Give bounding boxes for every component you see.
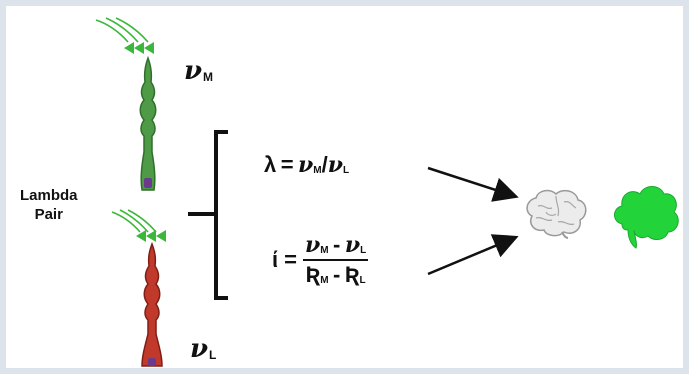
lambda-symbol: λ [264,152,277,177]
i-denominator: ƦM - ƦL [305,262,366,287]
light-rays-icon [95,17,154,54]
medium-cone-label: νM [184,56,214,86]
i-numerator: νM - νL [302,232,369,261]
light-rays-icon [111,209,166,242]
arrow-bottom [427,234,519,276]
long-cone-label: νL [190,334,217,364]
i-symbol: ί [272,247,279,272]
equals-sign: = [284,247,297,272]
arrow-top [427,166,519,202]
i-formula: ί = νM - νL ƦM - ƦL [272,232,369,288]
pair-label-line2: Pair [34,206,63,223]
equals-sign: = [280,152,294,177]
brain-icon [526,189,587,239]
lambda-formula: λ = νM/νL [264,152,350,178]
diagram-canvas: νM νL Lambda Pair λ = ν [6,6,683,368]
long-cone-icon [141,242,163,367]
pair-label-line1: Lambda [20,187,78,204]
perception-cloud-icon [614,186,679,249]
lambda-pair-label: Lambda Pair [20,186,78,224]
arrows-to-brain [427,166,519,276]
i-fraction: νM - νL ƦM - ƦL [302,232,369,288]
bracket-connector [188,130,228,300]
medium-cone-icon [139,56,157,191]
